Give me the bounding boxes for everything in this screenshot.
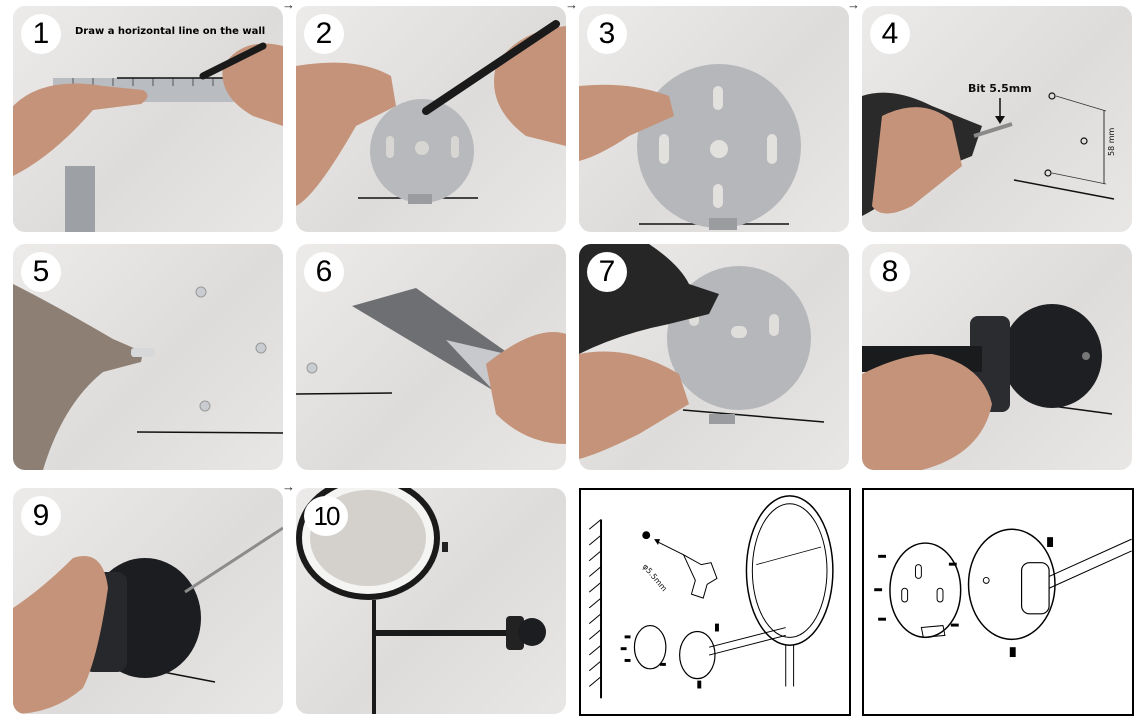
step-9-panel: 9 xyxy=(13,488,283,714)
step-number-badge: 4 xyxy=(870,14,910,54)
step-7-panel: 7 xyxy=(579,244,849,470)
drill-size-label: φ5.5mm xyxy=(641,562,669,593)
step-9-photo xyxy=(13,526,283,714)
wall-anchor xyxy=(131,348,155,357)
step-number-badge: 1 xyxy=(21,14,61,54)
pencil-line xyxy=(1051,405,1113,415)
detail-line-drawing xyxy=(874,528,1132,658)
step-3-photo xyxy=(579,64,801,230)
drill-bit xyxy=(973,122,1013,138)
base-drawing xyxy=(967,528,1056,641)
step-8-panel: 8 xyxy=(862,244,1132,470)
hinge-drawing xyxy=(1020,562,1050,615)
pencil-line xyxy=(136,431,283,434)
arrow-right-icon: → xyxy=(282,479,295,494)
step-number-badge: 8 xyxy=(870,252,910,292)
step-6-photo xyxy=(296,288,566,444)
right-hand xyxy=(222,43,283,126)
step-number-badge: 3 xyxy=(587,14,627,54)
hand xyxy=(872,107,962,214)
step-5-photo xyxy=(13,284,283,470)
hand xyxy=(486,332,566,444)
exploded-diagram-overview: φ5.5mm xyxy=(579,488,851,716)
mirror-drawing xyxy=(745,495,834,646)
step-1-panel: 1 Draw a horizontal line on the wall xyxy=(13,6,283,232)
pencil-line xyxy=(296,392,393,395)
plate-drawing xyxy=(889,542,962,639)
marker-pen xyxy=(422,20,560,115)
spacing-dimension: 58 mm xyxy=(1107,127,1116,156)
step-1-photo xyxy=(13,42,283,232)
step-4-panel: Bit 5.5mm 58 mm 4 xyxy=(862,6,1132,232)
step-5-panel: 5 xyxy=(13,244,283,470)
plate-drawing xyxy=(633,624,667,670)
step-number-badge: 2 xyxy=(304,14,344,54)
pencil-line xyxy=(1013,179,1115,200)
step-6-panel: 6 xyxy=(296,244,566,470)
step-number-badge: 10 xyxy=(304,496,348,536)
step-number-badge: 7 xyxy=(587,252,627,292)
step-8-photo xyxy=(862,304,1113,470)
hand xyxy=(862,354,992,470)
step-10-panel: 10 xyxy=(296,488,566,714)
arrow-right-icon: → xyxy=(847,0,860,12)
pencil-line xyxy=(682,409,825,423)
mirror-arm xyxy=(376,630,508,636)
drill-bit-label: Bit 5.5mm xyxy=(968,82,1032,95)
marker-pen xyxy=(199,42,267,80)
left-hand xyxy=(13,83,148,176)
step-number-badge: 6 xyxy=(304,252,344,292)
wall-base xyxy=(518,618,546,646)
base-drawing xyxy=(679,630,716,680)
left-hand xyxy=(296,62,396,206)
hand xyxy=(13,284,143,470)
step-1-caption: Draw a horizontal line on the wall xyxy=(75,26,266,37)
step-2-panel: 2 xyxy=(296,6,566,232)
arrow-down-icon xyxy=(995,116,1005,124)
overview-line-drawing: φ5.5mm xyxy=(588,495,834,699)
wall-base xyxy=(1002,304,1102,408)
hinge xyxy=(506,616,524,650)
mirror-stand xyxy=(372,600,376,714)
step-number-badge: 5 xyxy=(21,252,61,292)
step-4-photo: Bit 5.5mm 58 mm xyxy=(862,82,1116,216)
hand xyxy=(13,556,108,714)
level-tool xyxy=(65,166,95,232)
pencil-line xyxy=(162,671,216,683)
exploded-diagram-detail xyxy=(862,488,1134,716)
screwdriver xyxy=(184,526,283,594)
drill-drawing xyxy=(682,553,718,599)
step-number-badge: 9 xyxy=(21,496,61,536)
arrow-right-icon: → xyxy=(565,0,578,12)
arrow-right-icon: → xyxy=(282,0,295,12)
hand xyxy=(579,351,689,459)
hand xyxy=(579,84,674,161)
step-2-photo xyxy=(296,20,566,206)
step-3-panel: 3 xyxy=(579,6,849,232)
